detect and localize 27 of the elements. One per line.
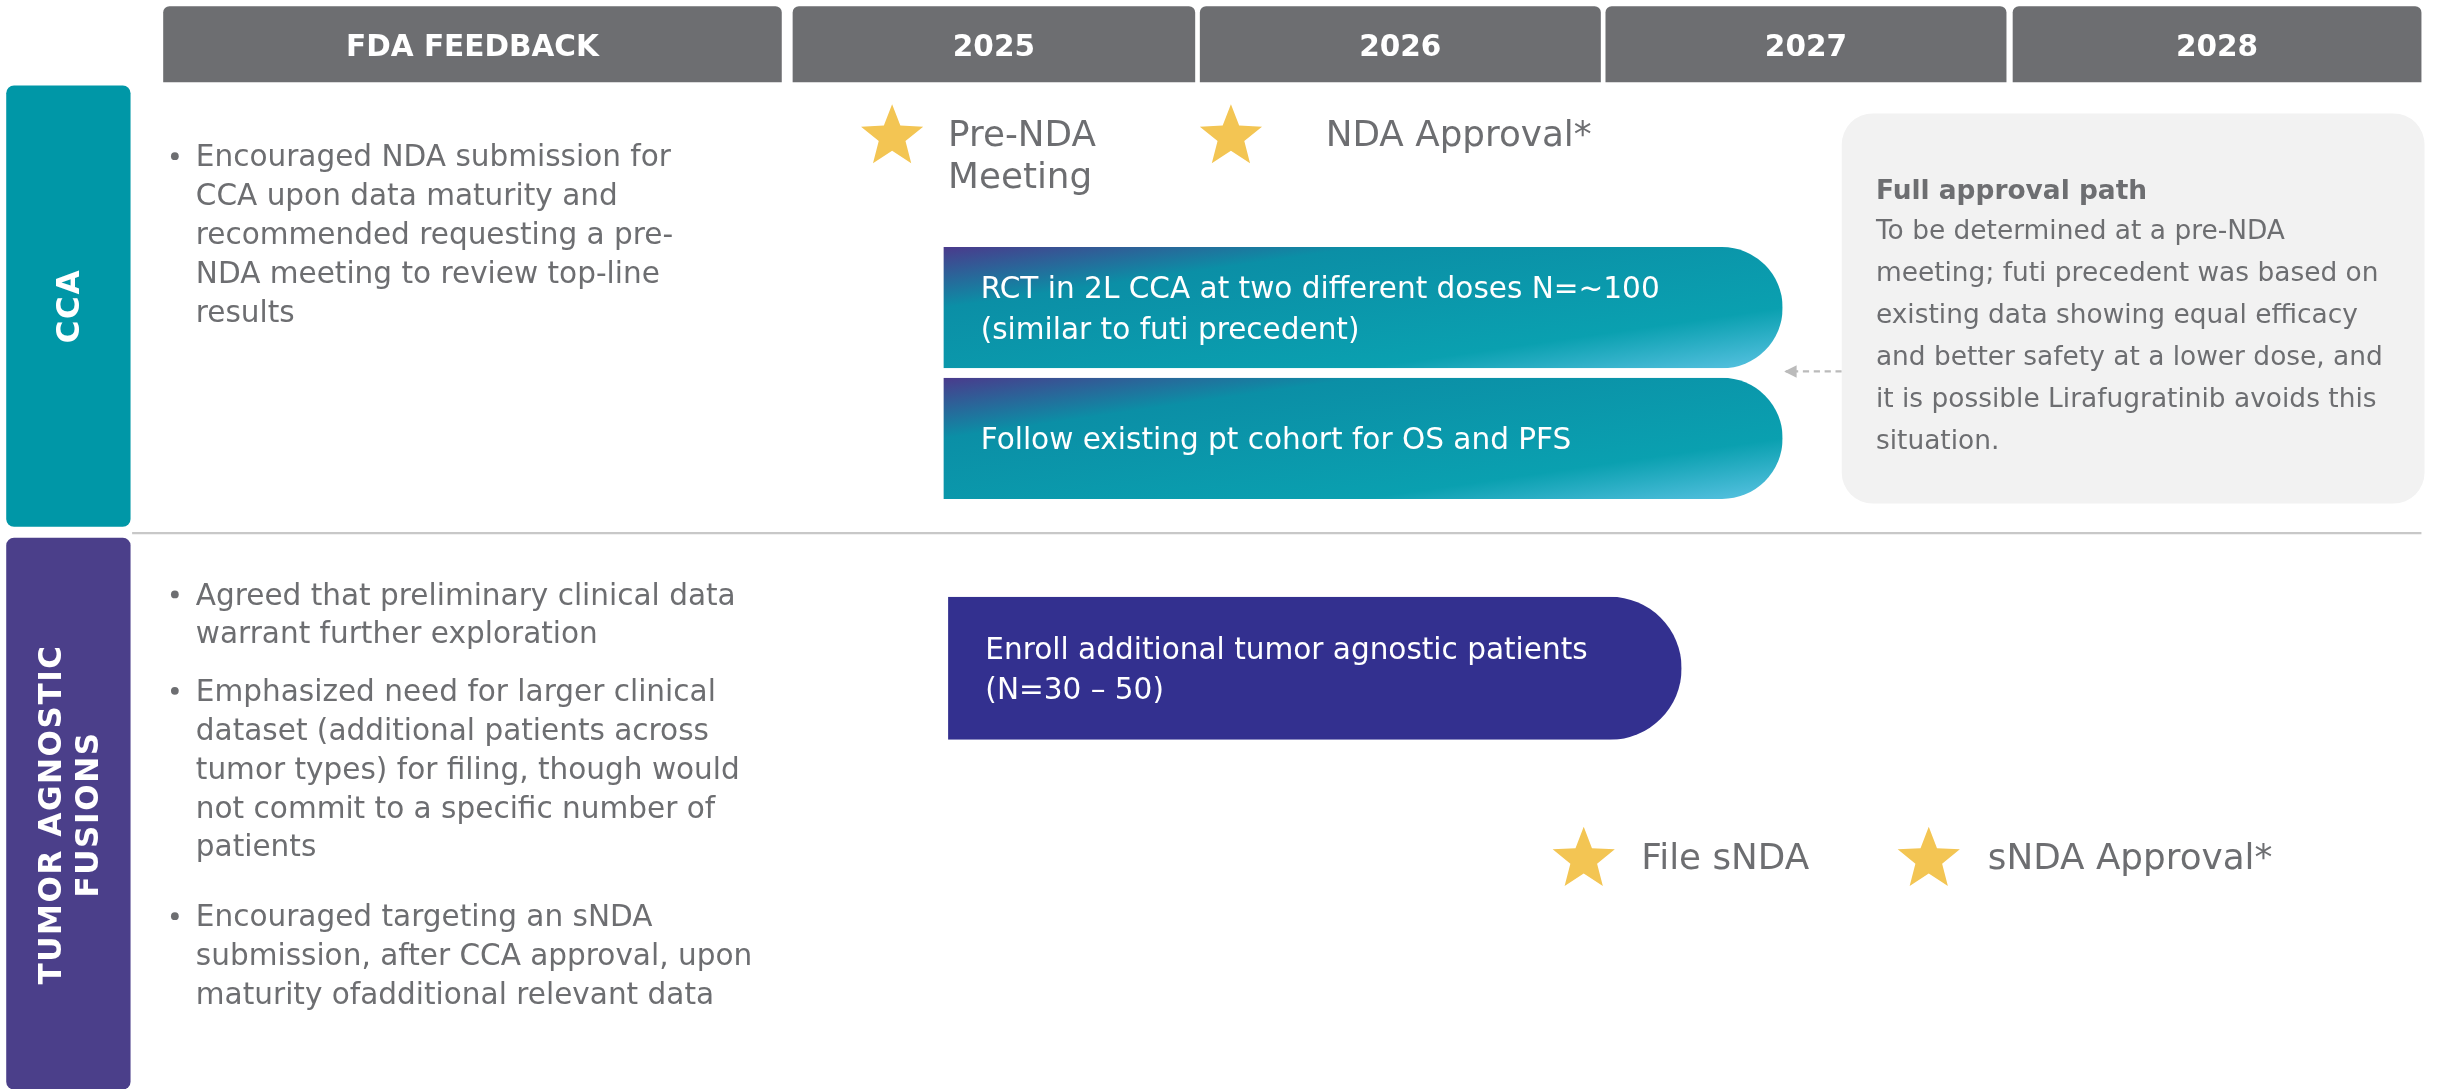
- column-header: 2025: [792, 6, 1196, 83]
- row-header-text: TUMOR AGNOSTIC FUSIONS: [31, 642, 106, 987]
- arrow: [1784, 365, 1842, 378]
- row-header-band: [6, 85, 131, 527]
- note-card: [1841, 113, 2425, 504]
- timeline-bar: [943, 247, 1783, 369]
- bar-text: Follow existing pt cohort for OS and PFS: [980, 420, 1573, 458]
- bullet-text: Encouraged targeting an sNDA submission, after CCA approval, upon maturity ofadditional relevant data: [195, 897, 754, 1013]
- row-header-text: CCA: [49, 268, 88, 346]
- milestone-text: File sNDA: [1641, 836, 1811, 879]
- milestone-text: sNDA Approval*: [1987, 836, 2274, 879]
- bar-text: Enroll additional tumor agnostic patients (N=30 – 50): [985, 630, 1589, 708]
- milestone-text: NDA Approval*: [1325, 113, 1593, 156]
- column-header: 2026: [1199, 6, 1601, 83]
- bar-text: RCT in 2L CCA at two different doses N=~100 (similar to futi precedent): [980, 269, 1661, 348]
- column-header: 2028: [2012, 6, 2422, 83]
- bullet-text: Emphasized need for larger clinical dataset (additional patients across tumor types) for filing, though would not commit to a specific number of patients: [195, 671, 741, 865]
- timeline-bar: [948, 596, 1682, 740]
- timeline-bar: [943, 377, 1783, 499]
- note-text: To be determined at a pre-NDA meeting; futi precedent was based on existing data showing equal efficacy and better safety at a lower dose, and it is possible Lirafugratinib avoids this situation.: [1875, 213, 2384, 458]
- note-heading: Full approval path: [1875, 173, 2149, 208]
- milestone-text: Pre-NDA Meeting: [948, 113, 1097, 198]
- bullet-text: Agreed that preliminary clinical data warrant further exploration: [195, 575, 737, 652]
- column-header: FDA FEEDBACK: [163, 6, 782, 83]
- row-header-band: [6, 537, 131, 1089]
- column-header: 2027: [1605, 6, 2007, 83]
- bullet-text: Encouraged NDA submission for CCA upon data maturity and recommended requesting a pre-NDA meeting to review top-line results: [195, 137, 675, 330]
